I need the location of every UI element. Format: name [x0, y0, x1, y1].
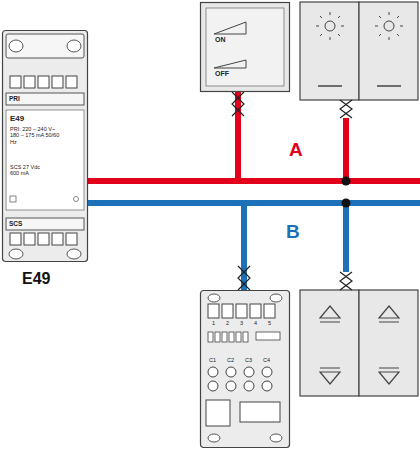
channel-label: C2: [227, 358, 234, 364]
terminal-label: SCS: [9, 220, 22, 227]
model-name: E49: [10, 114, 24, 123]
pin-number: 3: [240, 321, 243, 327]
junction-dot: [342, 177, 351, 186]
bus-b-wire: [88, 203, 244, 290]
bus-a: [238, 178, 420, 184]
on-off-switch-outline: [200, 2, 290, 92]
bus-label: B: [286, 222, 300, 241]
channel-label: C3: [245, 358, 252, 364]
channel-label: C1: [209, 358, 216, 364]
pin-number: 4: [254, 321, 257, 327]
part-name: E49: [22, 270, 50, 288]
on-off-switch: ON OFF: [200, 2, 290, 92]
switch-label: ON: [215, 36, 226, 44]
rating-text: PRI: 220 – 240 V~ 180 – 175 mA 50/60 Hz: [10, 126, 62, 145]
pin-number: 1: [212, 321, 215, 327]
terminal-label: PRI: [9, 95, 20, 102]
twisted-wire: [232, 92, 244, 116]
actuator-module: [200, 290, 290, 448]
switch-label: OFF: [215, 70, 229, 78]
bus-a-wire: [88, 92, 238, 181]
power-supply-outline: [2, 30, 88, 262]
power-supply: PRI E49PRI: 220 – 240 V~ 180 – 175 mA 50/…: [2, 30, 88, 262]
twisted-wire: [238, 266, 250, 290]
twisted-wire: [340, 100, 352, 118]
junction-dot: [342, 199, 351, 208]
twisted-wire: [340, 272, 352, 290]
shutter-switch: [300, 290, 418, 396]
bus-b: [244, 200, 420, 206]
actuator-module-outline: [200, 290, 290, 448]
pin-number: 2: [226, 321, 229, 327]
bus-label: A: [289, 140, 303, 159]
pin-number: 5: [268, 321, 271, 327]
rating-text: SCS 27 Vdc 600 mA: [10, 164, 44, 177]
light-switch: [300, 2, 418, 100]
channel-label: C4: [263, 358, 270, 364]
